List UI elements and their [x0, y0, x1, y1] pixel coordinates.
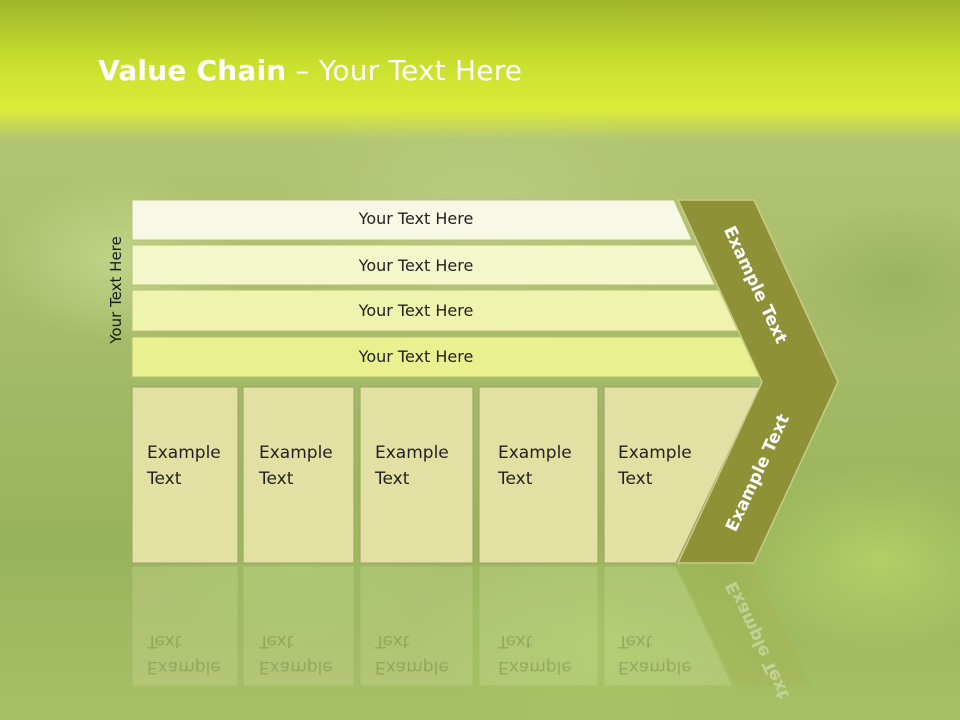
title-rest: – Your Text Here — [286, 54, 523, 87]
bar-2-label: Your Text Here — [358, 256, 474, 275]
cell-3-reflection — [359, 565, 474, 687]
cell-2-line2: Text — [259, 469, 294, 489]
cell-4 — [478, 386, 599, 564]
header-band — [0, 0, 960, 140]
cell-5-reflection-label: Example Text — [618, 628, 692, 680]
cell-3-reflection-line2: Text — [375, 631, 410, 651]
cell-2 — [242, 386, 355, 564]
cell-3-reflection-label: Example Text — [375, 628, 449, 680]
cell-3 — [359, 386, 474, 564]
cell-4-reflection-line2: Text — [498, 631, 533, 651]
cell-2-reflection — [242, 565, 355, 687]
cell-2-reflection-line2: Text — [259, 631, 294, 651]
cell-5-reflection-line2: Text — [618, 631, 653, 651]
bar-4-label: Your Text Here — [358, 347, 474, 366]
bar-2 — [131, 244, 716, 286]
cell-4-reflection-line1: Example — [498, 657, 572, 677]
cell-4-reflection — [478, 565, 599, 687]
cell-1-reflection-line1: Example — [147, 657, 221, 677]
cell-4-reflection-label: Example Text — [498, 628, 572, 680]
cell-1-reflection-label: Example Text — [147, 628, 221, 680]
cell-3-line1: Example — [375, 443, 449, 463]
cell-5 — [603, 386, 761, 564]
bar-1-label: Your Text Here — [358, 209, 474, 228]
cell-1-reflection — [131, 565, 239, 687]
cell-1-line2: Text — [147, 469, 182, 489]
cell-3-reflection-line1: Example — [375, 657, 449, 677]
cell-4-line2: Text — [498, 469, 533, 489]
bar-3-label: Your Text Here — [358, 301, 474, 320]
slide-title: Value Chain – Your Text Here — [98, 54, 522, 87]
cell-5-reflection-line1: Example — [618, 657, 692, 677]
reflection-group — [131, 565, 811, 687]
chevron-reflection — [678, 566, 811, 686]
cell-3-line2: Text — [375, 469, 410, 489]
cell-2-reflection-line1: Example — [259, 657, 333, 677]
chevron-arrow — [676, 199, 839, 564]
cell-1 — [131, 386, 239, 564]
cell-5-line2: Text — [618, 469, 653, 489]
bar-1 — [131, 199, 693, 241]
cell-5-line1: Example — [618, 443, 692, 463]
cell-1-reflection-line2: Text — [147, 631, 182, 651]
cell-4-line1: Example — [498, 443, 572, 463]
cell-5-reflection — [603, 565, 734, 687]
cell-1-line1: Example — [147, 443, 221, 463]
cell-2-reflection-label: Example Text — [259, 628, 333, 680]
title-bold: Value Chain — [98, 54, 287, 87]
cell-2-line1: Example — [259, 443, 333, 463]
